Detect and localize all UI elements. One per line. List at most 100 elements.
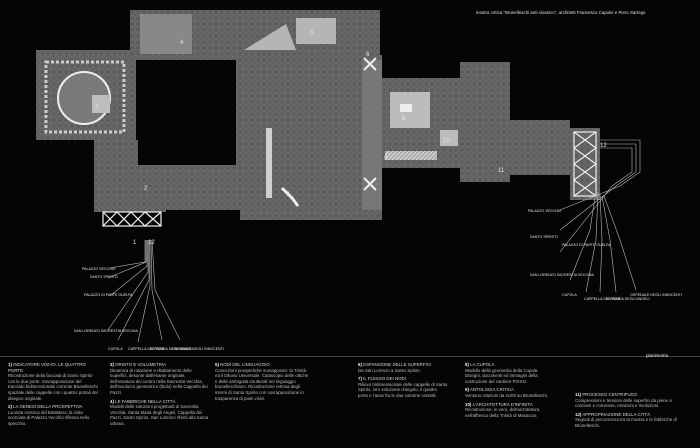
legend-desc: Da San Lorenzo a Santo Spirito	[358, 367, 420, 373]
legend-title: L'ARCHITETTURA D'INFINITA	[472, 401, 533, 407]
marker-5: 5	[310, 30, 314, 36]
legend-title: PROCESSO CENTRIFUGO	[582, 392, 638, 397]
fan-labels-right: PALAZZO VECCHIO SANTO SPIRITO PALAZZO DI…	[528, 209, 682, 301]
marker-6: 6	[366, 52, 370, 58]
cross-mark-north	[363, 57, 377, 71]
trinity-panel	[440, 130, 458, 146]
legend-title: LE FABBRICHE NELLA CITTÀ	[115, 398, 176, 404]
legend-title: INDICATORE VISIVO. LE QUATTRO PORTE	[8, 362, 86, 373]
fan-label-right: PALAZZO DI PARTE GUELFA	[562, 243, 611, 247]
legend-title: ORDITO E VOLUMETRIA	[115, 362, 167, 367]
central-hall	[240, 55, 382, 220]
fan-labels-left: PALAZZO VECCHIO SANTO SPIRITO PALAZZO DI…	[74, 267, 224, 351]
architects-credit: mostra critica "Brunelleschi anti-classi…	[476, 10, 646, 15]
plan-title: planimetria	[646, 353, 669, 358]
room-numbers: 3 2 1 12 4 5 6 7 8 9 10 11 12	[95, 30, 607, 246]
legend-desc: Concezioni prospettiche sovrapposte: la …	[215, 367, 309, 401]
fan-label-left: CAPPELLA DEI PAZZI	[128, 347, 164, 351]
legend-divider	[0, 356, 700, 357]
fan-label-right: ROTONDA DEGLI ANGELI	[606, 297, 649, 301]
route-lines-right	[559, 139, 641, 293]
legend-desc: Dinamica di rotazione e ribaltamento del…	[110, 367, 208, 395]
cross-mark-south	[363, 177, 377, 191]
marker-4: 4	[180, 40, 184, 46]
legend-title: APPROPRIAZIONE DELLA CITTÀ	[582, 411, 651, 417]
legend-title: NODI DEL LINGUAGGIO	[220, 362, 270, 367]
legend-number: 11)	[575, 392, 582, 397]
legend-desc: Ricostruzione della facciata di Santo Sp…	[8, 373, 98, 401]
legend-desc: Modello della geometria della Cupola. Di…	[465, 367, 539, 384]
fan-label-right: OSPEDALE DEGLI INNOCENTI	[630, 293, 682, 297]
marker-12-right: 12	[600, 143, 607, 149]
legend-desc: Ventuno citazioni da scritti su Brunelle…	[465, 392, 548, 398]
legend-desc: Rilievo tridimensionale delle cappelle d…	[358, 381, 448, 398]
legend-number: 12)	[575, 411, 582, 417]
east-annex	[510, 120, 570, 175]
marker-1: 1	[133, 240, 137, 246]
legend-desc: La vista centrica del Battistero; la vis…	[8, 409, 90, 426]
tower-truss	[572, 131, 598, 197]
legend-number: 9)	[465, 387, 469, 393]
legend-title: LA CUPOLA	[470, 362, 495, 367]
fan-label-right: CAPPELLA DEI PAZZI	[584, 297, 620, 301]
legend-number: 5)	[215, 362, 219, 367]
legend-number: 1)	[8, 362, 12, 367]
fan-label-left: OSPEDALE DEGLI INNOCENTI	[172, 347, 224, 351]
fan-label-right: CUPOLA	[562, 293, 577, 297]
floor-plan: 3 2 1 12 4 5 6 7 8 9 10 11 12 PALAZZO VE…	[36, 10, 682, 351]
room-1-block	[140, 14, 192, 54]
fan-label-right: SANTO SPIRITO	[530, 235, 558, 239]
legend-desc: Modelli delle soluzioni progettuali di S…	[110, 404, 209, 426]
room-4-wedge	[244, 24, 296, 50]
legend-desc: Segnali di percorrenza tra la mostra e l…	[575, 417, 677, 428]
legend-number: 4)	[110, 398, 114, 404]
entrance-truss	[102, 211, 162, 227]
legend-number: 6)	[358, 362, 362, 367]
critical-anthology-panel	[385, 151, 437, 160]
fan-label-right: SAN LORENZO SACRESTIA VECCHIA	[530, 273, 595, 277]
side-aisle	[362, 60, 382, 210]
legend-number: 7)	[358, 376, 362, 382]
wall-panel	[266, 128, 272, 198]
route-lines-left	[107, 239, 181, 343]
legend-desc: Compressioni e tensioni delle superfici …	[575, 397, 672, 409]
marker-11: 11	[498, 168, 505, 174]
marker-3: 3	[95, 104, 99, 110]
cupola-core	[400, 104, 412, 112]
legend-title: IL FLESSO DEI NODI	[363, 376, 406, 382]
legend-number: 10)	[465, 401, 472, 407]
marker-9: 9	[384, 156, 388, 162]
void-area	[138, 60, 236, 165]
marker-7: 7	[286, 192, 290, 198]
building-footprint	[36, 10, 600, 220]
marker-8: 8	[402, 116, 406, 122]
legend-number: 3)	[110, 362, 114, 367]
legend-desc: Ricostruzione, in vero, dell'architettur…	[465, 407, 540, 418]
courtyard-detail	[44, 60, 126, 134]
curved-screen	[280, 186, 300, 207]
fan-label-left: SAN LORENZO SACRESTIA VECCHIA	[74, 329, 139, 333]
legend-number: 2)	[8, 404, 12, 410]
marker-2: 2	[144, 186, 148, 192]
fan-label-left: PALAZZO DI PARTE GUELFA	[84, 293, 133, 297]
fan-label-left: ROTONDA DEGLI ANGELI	[150, 347, 193, 351]
marker-12-left: 12	[148, 240, 155, 246]
legend-title: ESPANSIONE DELLE SUPERFICI	[363, 362, 432, 367]
marker-10: 10	[443, 138, 450, 144]
fan-label-left: PALAZZO VECCHIO	[82, 267, 116, 271]
